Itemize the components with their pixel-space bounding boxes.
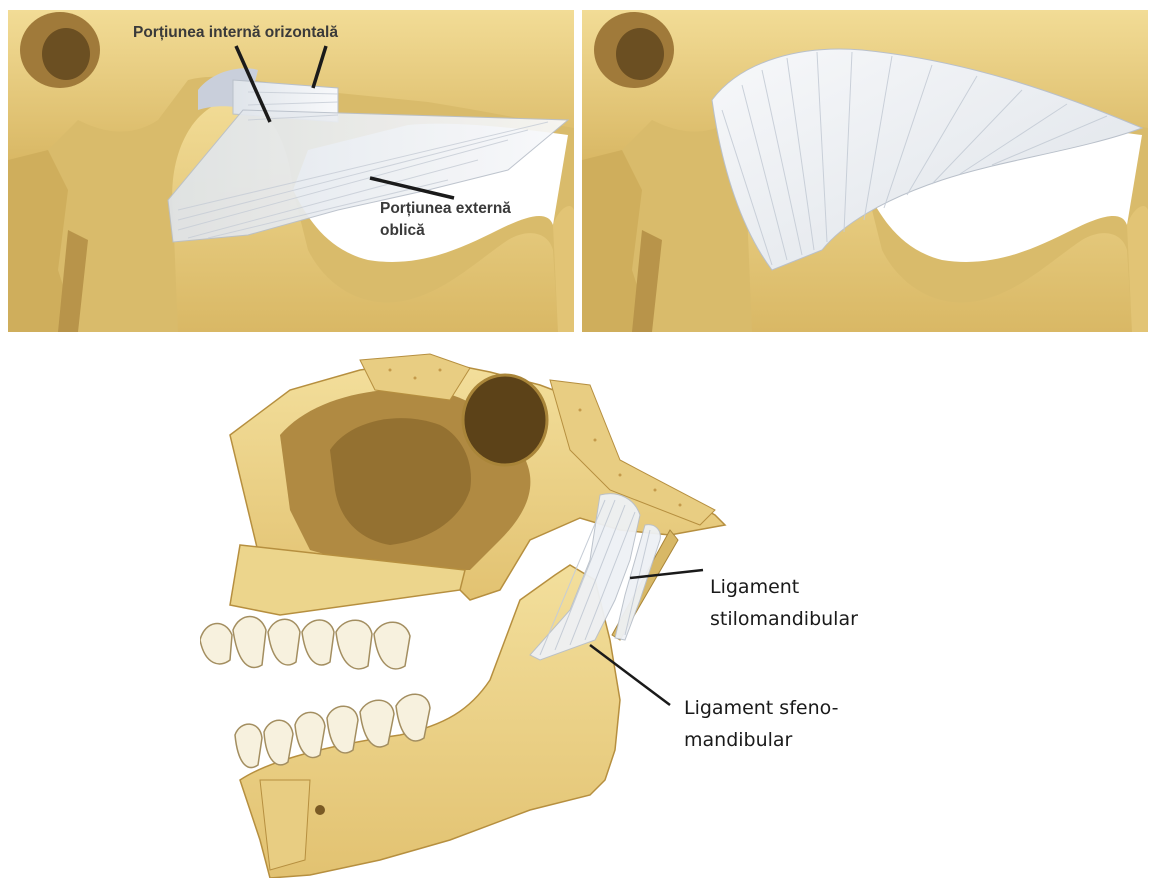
tmj-right-illustration: [582, 10, 1148, 332]
sphenoid-sinus: [463, 375, 547, 465]
label-sphenomandibular-line2: mandibular: [684, 725, 792, 755]
medial-view-ligaments-panel: Ligament stilomandibular Ligament sfeno-…: [200, 340, 920, 878]
mental-foramen: [315, 805, 325, 815]
label-horizontal-portion: Porțiunea internă orizontală: [133, 22, 338, 44]
upper-teeth: [200, 617, 410, 669]
label-stylomandibular-line2: stilomandibular: [710, 604, 858, 634]
tmj-left-illustration: [8, 10, 574, 332]
label-stylomandibular-line1: Ligament: [710, 572, 799, 602]
label-oblique-portion-line1: Porțiunea externă: [380, 198, 511, 220]
tmj-lateral-ligament-portions-panel: Porțiunea internă orizontală Porțiunea e…: [8, 10, 574, 332]
label-sphenomandibular-line1: Ligament sfeno-: [684, 693, 838, 723]
label-oblique-portion-line2: oblică: [380, 220, 425, 242]
tmj-lateral-ligament-full-panel: [582, 10, 1148, 332]
